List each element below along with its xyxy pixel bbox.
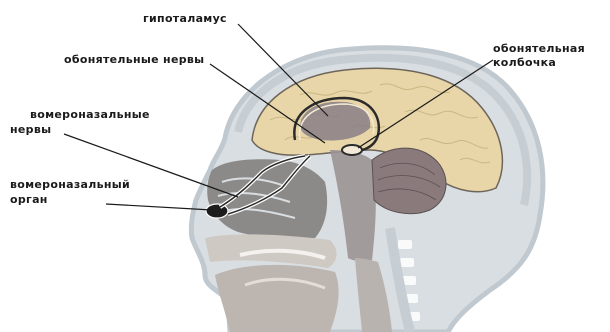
label-olfactory-nerves: обонятельные нервы [64, 53, 204, 66]
label-olfactory-bulb-line1: обонятельная [493, 42, 585, 55]
label-vomeronasal-organ-line2: орган [10, 193, 48, 206]
label-vomeronasal-nerves-line1: вомероназальные [30, 108, 150, 121]
label-olfactory-bulb-line2: колбочка [493, 56, 556, 69]
olfactory-bulb [342, 145, 362, 155]
label-vomeronasal-organ-line1: вомероназальный [10, 178, 130, 191]
label-hypothalamus: гипоталамус [143, 12, 227, 25]
label-vomeronasal-nerves-line2: нервы [10, 123, 51, 136]
tongue [215, 265, 339, 332]
